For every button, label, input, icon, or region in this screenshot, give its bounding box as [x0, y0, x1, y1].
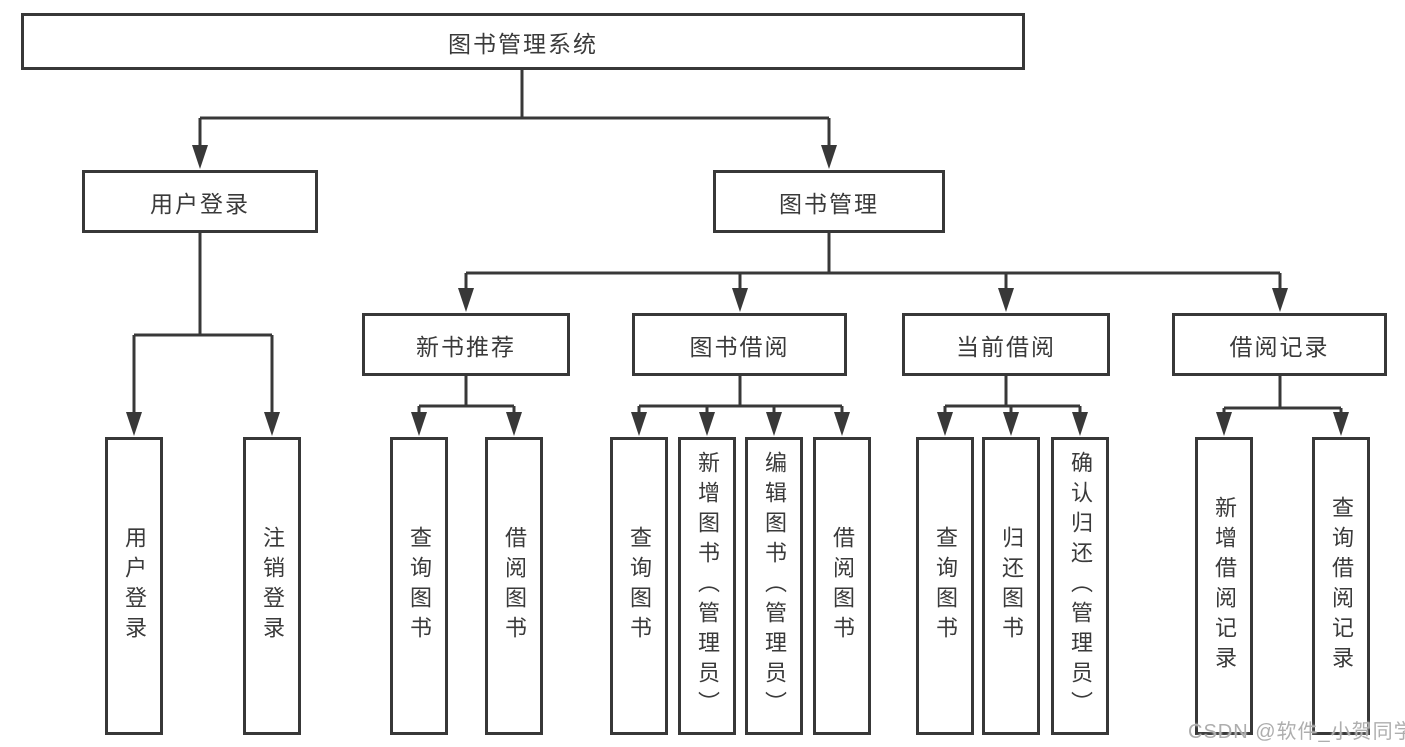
leaf-rec-borrow-books: 借阅图书: [485, 437, 543, 735]
node-book-mgmt: 图书管理: [713, 170, 945, 233]
arrowheads: [126, 145, 1349, 436]
connector-current-borrow-children: [943, 376, 1082, 414]
node-current-borrow: 当前借阅: [902, 313, 1110, 376]
connector-book-mgmt-children: [464, 233, 1282, 290]
connector-root-to-level2: [198, 70, 831, 148]
node-root: 图书管理系统: [21, 13, 1025, 70]
leaf-bb-query-books: 查询图书: [610, 437, 668, 735]
node-new-book-rec: 新书推荐: [362, 313, 570, 376]
leaf-br-query-record: 查询借阅记录: [1312, 437, 1370, 735]
leaf-bb-borrow-books: 借阅图书: [813, 437, 871, 735]
connector-new-book-rec-children: [417, 376, 516, 414]
node-borrow-records: 借阅记录: [1172, 313, 1387, 376]
leaf-user-login: 用户登录: [105, 437, 163, 735]
csdn-watermark: CSDN @软件_小贺同学: [1188, 721, 1405, 743]
connector-user-login-children: [132, 233, 274, 413]
leaf-cb-query-books: 查询图书: [916, 437, 974, 735]
leaf-cb-return-books: 归还图书: [982, 437, 1040, 735]
leaf-bb-edit-books-admin: 编辑图书（管理员）: [745, 437, 803, 735]
leaf-logout: 注销登录: [243, 437, 301, 735]
node-book-borrow: 图书借阅: [632, 313, 847, 376]
leaf-bb-add-books-admin: 新增图书（管理员）: [678, 437, 736, 735]
node-user-login: 用户登录: [82, 170, 318, 233]
connector-borrow-records-children: [1222, 376, 1343, 414]
connector-book-borrow-children: [637, 376, 844, 414]
leaf-rec-query-books: 查询图书: [390, 437, 448, 735]
leaf-br-add-record: 新增借阅记录: [1195, 437, 1253, 735]
leaf-cb-confirm-return-admin: 确认归还（管理员）: [1051, 437, 1109, 735]
